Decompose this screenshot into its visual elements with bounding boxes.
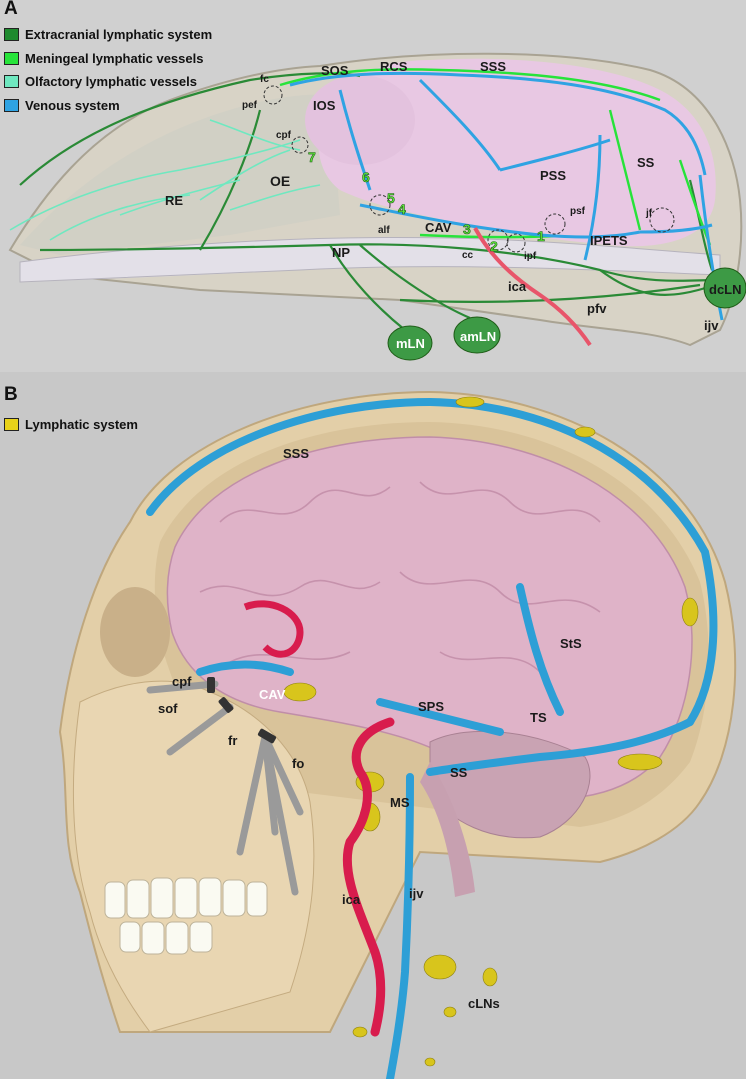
legend-swatch <box>4 51 19 65</box>
internal-carotid-artery-b <box>342 717 395 1037</box>
label-sss-b: SSS <box>283 446 309 461</box>
deep-cervical-lymph-node <box>703 267 746 309</box>
panel-b-letter: B <box>4 384 18 405</box>
label-amln: amLN <box>460 329 496 344</box>
label-ipets: IPETS <box>590 233 628 248</box>
brainstem-shape <box>420 762 475 897</box>
label-cpf-b: cpf <box>172 674 192 689</box>
label-cpf: cpf <box>276 130 292 141</box>
legend-label: Lymphatic system <box>25 417 138 433</box>
internal-carotid-artery <box>473 227 592 347</box>
legend-label: Olfactory lymphatic vessels <box>25 74 197 90</box>
legend-swatch <box>4 418 19 432</box>
label-sos: SOS <box>321 63 349 78</box>
carotid-siphon <box>243 600 304 658</box>
label-sss: SSS <box>480 59 506 74</box>
marker-2: 2 <box>490 238 498 254</box>
legend-label: Meningeal lymphatic vessels <box>25 50 204 66</box>
venous-system <box>289 71 724 321</box>
panel-a-legend: Extracranial lymphatic system Meningeal … <box>4 23 212 117</box>
label-cc: cc <box>462 250 474 261</box>
label-pfv: pfv <box>587 301 607 316</box>
label-ss-a: SS <box>637 155 655 170</box>
label-fr: fr <box>228 733 237 748</box>
cerebral-sulci <box>199 481 601 673</box>
panel-b-legend: Lymphatic system <box>4 413 138 437</box>
foramen-markers <box>263 85 675 253</box>
foramen-markers-b <box>207 677 277 744</box>
brain-shape <box>318 58 716 247</box>
label-alf: alf <box>378 225 390 236</box>
panel-a-rodent-diagram: fc pef SOS RCS SSS IOS cpf OE RE PSS SS … <box>0 0 746 372</box>
label-ica-a: ica <box>508 279 527 294</box>
legend-item-lymphatic: Lymphatic system <box>4 413 138 437</box>
marker-5: 5 <box>387 190 395 206</box>
panel-a-letter: A <box>4 0 18 19</box>
label-pss: PSS <box>540 168 566 183</box>
olfactory-lymphatics <box>9 119 321 241</box>
panel-a-illustration: fc pef SOS RCS SSS IOS cpf OE RE PSS SS … <box>8 52 746 361</box>
label-cav-a: CAV <box>425 220 452 235</box>
lymphatic-structures <box>283 396 699 1067</box>
marker-7: 7 <box>308 149 316 165</box>
label-pef: pef <box>242 100 258 111</box>
label-sts: StS <box>560 636 582 651</box>
panel-b-illustration: SSS cpf sof fr fo CAV SPS StS TS SS MS i… <box>58 390 737 1079</box>
label-psf: psf <box>570 206 586 217</box>
teeth <box>104 877 268 955</box>
label-re: RE <box>165 193 183 208</box>
marker-1: 1 <box>537 228 545 244</box>
panel-b-human-diagram: SSS cpf sof fr fo CAV SPS StS TS SS MS i… <box>0 372 746 1079</box>
label-ss-b: SS <box>450 765 468 780</box>
legend-swatch <box>4 28 19 42</box>
label-ijv-b: ijv <box>409 886 424 901</box>
legend-item-venous: Venous system <box>4 94 212 118</box>
legend-item-extracranial: Extracranial lymphatic system <box>4 23 212 47</box>
legend-item-meningeal: Meningeal lymphatic vessels <box>4 47 212 71</box>
legend-swatch <box>4 75 19 89</box>
orbit <box>100 587 170 677</box>
label-fo: fo <box>292 756 304 771</box>
label-ijv-a: ijv <box>704 318 719 333</box>
legend-label: Venous system <box>25 97 120 113</box>
label-mln: mLN <box>396 336 425 351</box>
accessory-mandibular-lymph-node <box>453 316 501 354</box>
mandibular-lymph-node <box>387 325 433 361</box>
marker-4: 4 <box>398 201 406 217</box>
label-fc: fc <box>260 74 269 85</box>
legend-swatch <box>4 98 19 112</box>
label-ica-b: ica <box>342 892 361 907</box>
marker-6: 6 <box>362 169 370 185</box>
cranial-nerves <box>146 680 304 896</box>
label-sof: sof <box>158 701 178 716</box>
label-np: NP <box>332 245 350 260</box>
label-clns: cLNs <box>468 996 500 1011</box>
legend-item-olfactory: Olfactory lymphatic vessels <box>4 70 212 94</box>
label-ios: IOS <box>313 98 336 113</box>
label-cav-b: CAV <box>259 687 286 702</box>
marker-3: 3 <box>463 221 471 237</box>
label-rcs: RCS <box>380 59 408 74</box>
label-jf: jf <box>645 208 653 219</box>
label-sps: SPS <box>418 699 444 714</box>
label-dcln: dcLN <box>709 282 742 297</box>
venous-sinuses <box>146 397 718 1079</box>
legend-label: Extracranial lymphatic system <box>25 27 213 43</box>
label-ms: MS <box>390 795 410 810</box>
label-ipf: ipf <box>524 251 537 262</box>
olfactory-bulb-shape <box>305 75 415 165</box>
label-oe: OE <box>270 173 290 189</box>
label-ts: TS <box>530 710 547 725</box>
